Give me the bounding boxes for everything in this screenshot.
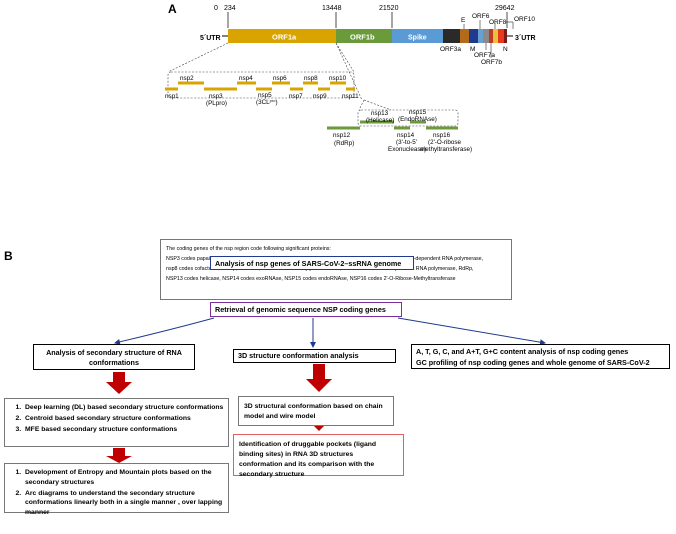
note-line: The coding genes of the nsp region code …: [166, 246, 331, 252]
nsp5-label: nsp5: [258, 92, 272, 99]
orf6-label: ORF6: [472, 13, 490, 20]
orf1a-label: ORF1a: [272, 33, 297, 42]
coord-21520: 21520: [379, 5, 399, 12]
nsp4-label: nsp4: [239, 75, 253, 82]
right-branch-line-1: A, T, G, C, and A+T, G+C content analysi…: [416, 347, 629, 356]
list-item: Development of Entropy and Mountain plot…: [23, 468, 225, 487]
coord-0: 0: [214, 5, 218, 12]
nsp13-label: nsp13: [371, 110, 389, 117]
plots-list-box: Development of Entropy and Mountain plot…: [4, 463, 229, 516]
left-branch-box: Analysis of secondary structure of RNA c…: [33, 344, 195, 370]
nsp11-label: nsp11: [342, 93, 359, 100]
nsp1-label: nsp1: [165, 93, 179, 100]
orf6-segment: [478, 29, 483, 43]
nsp16-sub-label-2: methyltransferase): [420, 146, 472, 153]
line-to-right-branch: [397, 317, 546, 346]
n-segment: [498, 29, 504, 43]
orf7a-segment: [483, 29, 489, 43]
orf1b-label: ORF1b: [350, 33, 375, 42]
coord-29642: 29642: [495, 5, 515, 12]
step1-box: Analysis of nsp genes of SARS-CoV-2–ssRN…: [210, 256, 414, 270]
orf1b-expansion-frame: [357, 109, 459, 127]
orf10-segment: [504, 29, 507, 43]
nsp9-label: nsp9: [313, 93, 327, 100]
mid-3d-model-box: 3D structural conformation based on chai…: [238, 396, 394, 426]
n-label: N: [503, 46, 508, 53]
nsp14-sub-label-2: Exonuclease): [388, 146, 426, 153]
nsp14-sub-label: (3'-to-5': [396, 139, 417, 146]
orf1a-segment: [228, 29, 336, 43]
e-label: E: [461, 17, 466, 24]
coord-234: 234: [224, 5, 236, 12]
list-item: Deep learning (DL) based secondary struc…: [23, 403, 225, 413]
nsp15-label: nsp15: [409, 109, 427, 116]
right-branch-box: A, T, G, C, and A+T, G+C content analysi…: [411, 344, 670, 369]
utr5-label: 5´UTR: [200, 35, 221, 42]
panel-b-label: B: [4, 249, 13, 263]
list-item: Arc diagrams to understand the secondary…: [23, 489, 225, 518]
orf7b-segment: [489, 29, 493, 43]
nsp7-label: nsp7: [289, 93, 303, 100]
m-label: M: [470, 46, 475, 53]
mid-branch-box: 3D structure conformation analysis: [233, 349, 396, 363]
note-line: NSP13 codes helicase, NSP14 codes exoRNA…: [166, 276, 456, 282]
orf7b-label: ORF7b: [481, 59, 502, 66]
nsp16-label: nsp16: [433, 132, 451, 139]
line-to-left-branch: [114, 317, 215, 345]
nsp2-label: nsp2: [180, 75, 194, 82]
list-item: MFE based secondary structure conformati…: [23, 425, 225, 435]
orf8-label: ORF8: [489, 19, 507, 26]
nsp3-label: nsp3: [209, 93, 223, 100]
nsp12-sub-label: (RdRp): [334, 140, 354, 147]
nsp6-label: nsp6: [273, 75, 287, 82]
orf3a-segment: [443, 29, 460, 43]
coord-13448: 13448: [322, 5, 342, 12]
arrow-left-branch: [106, 372, 132, 394]
list-item: Centroid based secondary structure confo…: [23, 414, 225, 424]
nsp10-label: nsp10: [329, 75, 347, 82]
panel-a-label: A: [168, 2, 177, 16]
nsp3-sub-label: (PLpro): [206, 100, 227, 107]
orf1a-expansion-frame: [167, 71, 355, 99]
arrow-left-second: [106, 448, 132, 463]
utr3-label: 3´UTR: [515, 35, 536, 42]
nsp16-sub-label: (2'-O-ribose: [428, 139, 462, 146]
orf10-label: ORF10: [514, 16, 535, 23]
nsp12-label: nsp12: [333, 132, 351, 139]
m-segment: [469, 29, 478, 43]
orf8-segment: [493, 29, 498, 43]
spike-label: Spike: [408, 35, 427, 42]
orf1b-segment: [336, 29, 392, 43]
right-branch-line-2: GC profiling of nsp coding genes and who…: [416, 358, 650, 367]
orf7a-label: ORF7a: [474, 52, 495, 59]
nsp14-label: nsp14: [397, 132, 415, 139]
spike-segment: [392, 29, 443, 43]
orf3a-label: ORF3a: [440, 46, 461, 53]
arrow-mid-branch: [306, 364, 332, 392]
e-segment: [460, 29, 469, 43]
nsp15-sub-label: (EndoRNAse): [398, 116, 437, 123]
nsp13-sub-label: (Helicase): [366, 117, 394, 124]
nsp5-sub-label: (3CLpro): [256, 98, 278, 106]
secondary-structure-list-box: Deep learning (DL) based secondary struc…: [4, 398, 229, 447]
nsp8-label: nsp8: [304, 75, 318, 82]
druggable-pockets-box: Identification of druggable pockets (lig…: [233, 434, 404, 478]
step2-box: Retrieval of genomic sequence NSP coding…: [210, 302, 402, 317]
